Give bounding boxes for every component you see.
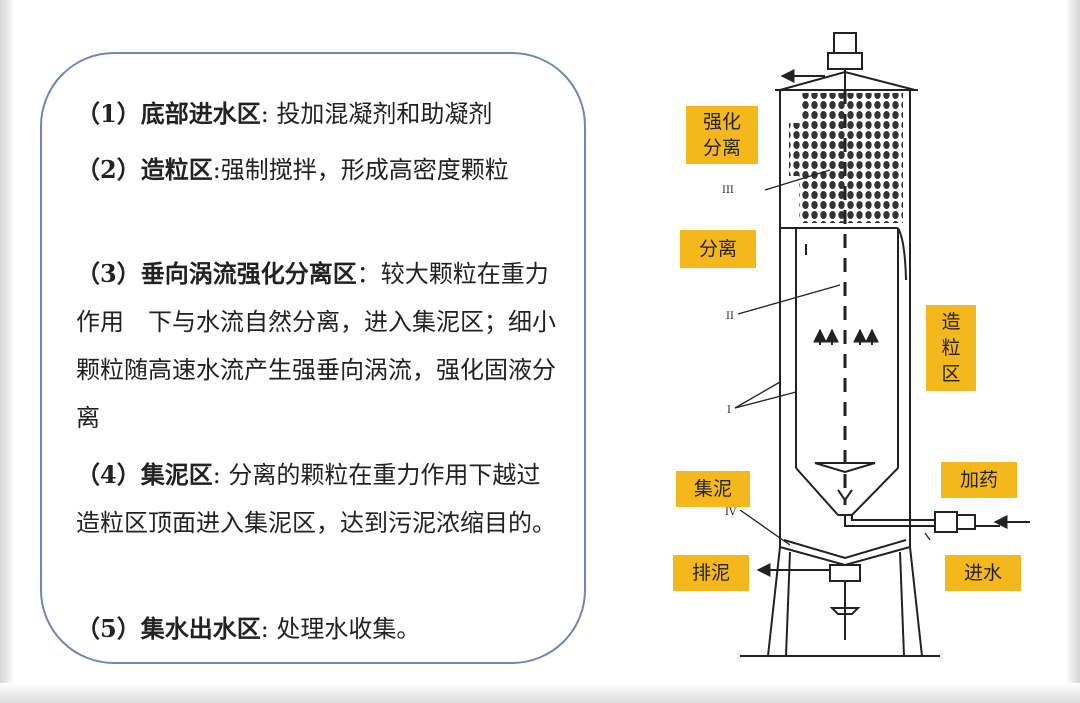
roman-label-3: III <box>722 185 734 196</box>
zone-item-2: （2）造粒区:强制搅拌，形成高密度颗粒 <box>76 155 509 184</box>
left-frame-shadow <box>0 0 14 703</box>
label-separation: 分离 <box>680 230 756 268</box>
zone-item-5: （5）集水出水区: 处理水收集。 <box>76 614 421 643</box>
bottom-frame-shadow <box>0 683 1080 703</box>
label-mud-collection: 集泥 <box>676 471 750 507</box>
right-frame-shadow <box>1066 0 1080 703</box>
roman-label-4: IV <box>725 507 737 518</box>
label-strong-separation: 强化分离 <box>686 106 758 164</box>
motor-icon <box>833 32 857 54</box>
label-water-inlet: 进水 <box>945 555 1021 591</box>
zone-item-3: （3）垂向涡流强化分离区：较大颗粒在重力作用 下与水流自然分离，进入集泥区；细小… <box>76 259 556 432</box>
bead-packing <box>789 93 903 223</box>
label-sludge-discharge: 排泥 <box>673 555 749 591</box>
label-granulation-zone: 造粒区 <box>926 305 976 391</box>
zone-item-1: （1）底部进水区: 投加混凝剂和助凝剂 <box>76 99 493 128</box>
description-box <box>40 52 586 664</box>
zone-item-4: （4）集泥区: 分离的颗粒在重力作用下越过造粒区顶面进入集泥区，达到污泥浓缩目的… <box>76 460 556 537</box>
roman-label-1: I <box>727 405 731 416</box>
label-dosing: 加药 <box>941 462 1017 498</box>
roman-label-2: II <box>726 311 734 322</box>
reactor-diagram: III II I IV <box>722 32 1030 657</box>
